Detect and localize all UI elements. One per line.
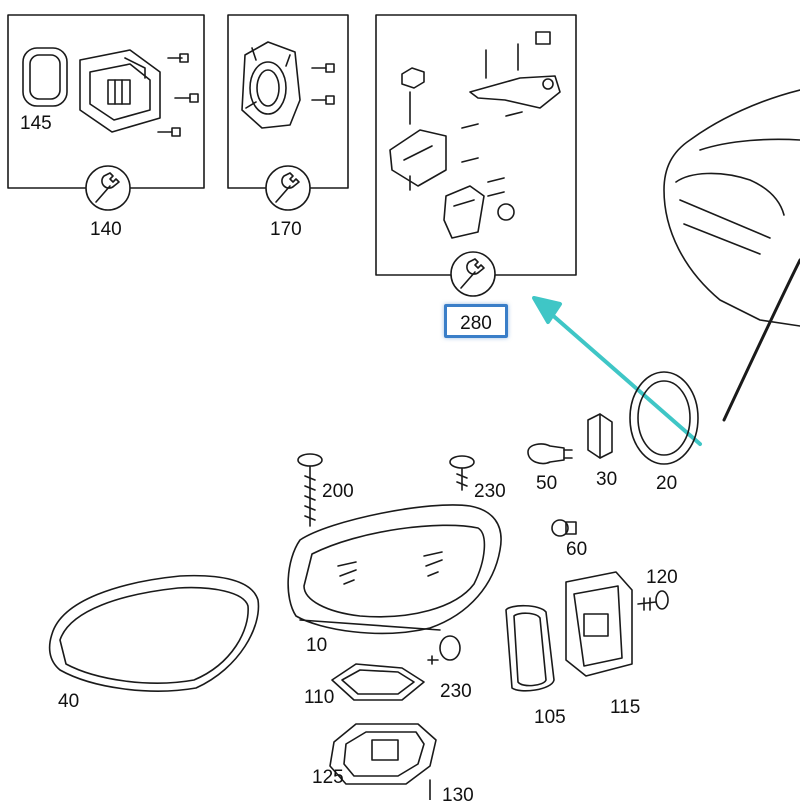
label-10: 10: [306, 635, 328, 656]
label-105: 105: [534, 707, 566, 728]
label-230-top: 230: [474, 481, 506, 502]
label-200: 200: [322, 481, 354, 502]
bulb-holder-30: [587, 413, 613, 459]
label-50: 50: [536, 473, 558, 494]
box-280-frame: [375, 14, 577, 276]
adapter-ring-170: [241, 41, 301, 129]
bracket-kit-280: [389, 31, 561, 239]
wrench-icon-170[interactable]: [265, 165, 311, 211]
label-115: 115: [610, 697, 641, 718]
label-125: 125: [312, 767, 344, 788]
car-front-outline: [663, 89, 800, 422]
module-125: [329, 723, 437, 785]
bulb-60: [551, 519, 577, 537]
label-110: 110: [304, 687, 335, 708]
lens-40: [48, 574, 260, 692]
label-230-bottom: 230: [440, 681, 472, 702]
wrench-icon-280[interactable]: [450, 251, 496, 297]
label-130: 130: [442, 785, 474, 806]
screw-230-bottom: [427, 635, 461, 665]
screw-120: [637, 590, 669, 611]
screw-group-170: [311, 63, 335, 105]
box-140-frame: [7, 14, 205, 189]
label-30: 30: [596, 469, 618, 490]
screw-200: [297, 453, 323, 527]
gasket-105: [505, 604, 555, 692]
label-140: 140: [90, 219, 122, 240]
seal-ring-20: [629, 371, 699, 465]
selected-part-280[interactable]: 280: [444, 304, 508, 338]
label-40: 40: [58, 691, 80, 712]
wrench-icon-140[interactable]: [85, 165, 131, 211]
label-20: 20: [656, 473, 678, 494]
headlamp-10: [287, 504, 502, 635]
pointer-arrow: [532, 296, 702, 446]
label-170: 170: [270, 219, 302, 240]
label-60: 60: [566, 539, 588, 560]
screw-230-top: [449, 455, 475, 491]
bulb-50: [527, 443, 573, 465]
gasket-110: [331, 663, 425, 701]
label-120: 120: [646, 567, 678, 588]
control-module-115: [565, 571, 633, 677]
gasket-ring-145: [22, 47, 68, 107]
label-280: 280: [460, 313, 492, 334]
label-145: 145: [20, 113, 52, 134]
screw-group-140: [157, 53, 199, 137]
adapter-housing-140: [79, 49, 161, 133]
box-170-frame: [227, 14, 349, 189]
